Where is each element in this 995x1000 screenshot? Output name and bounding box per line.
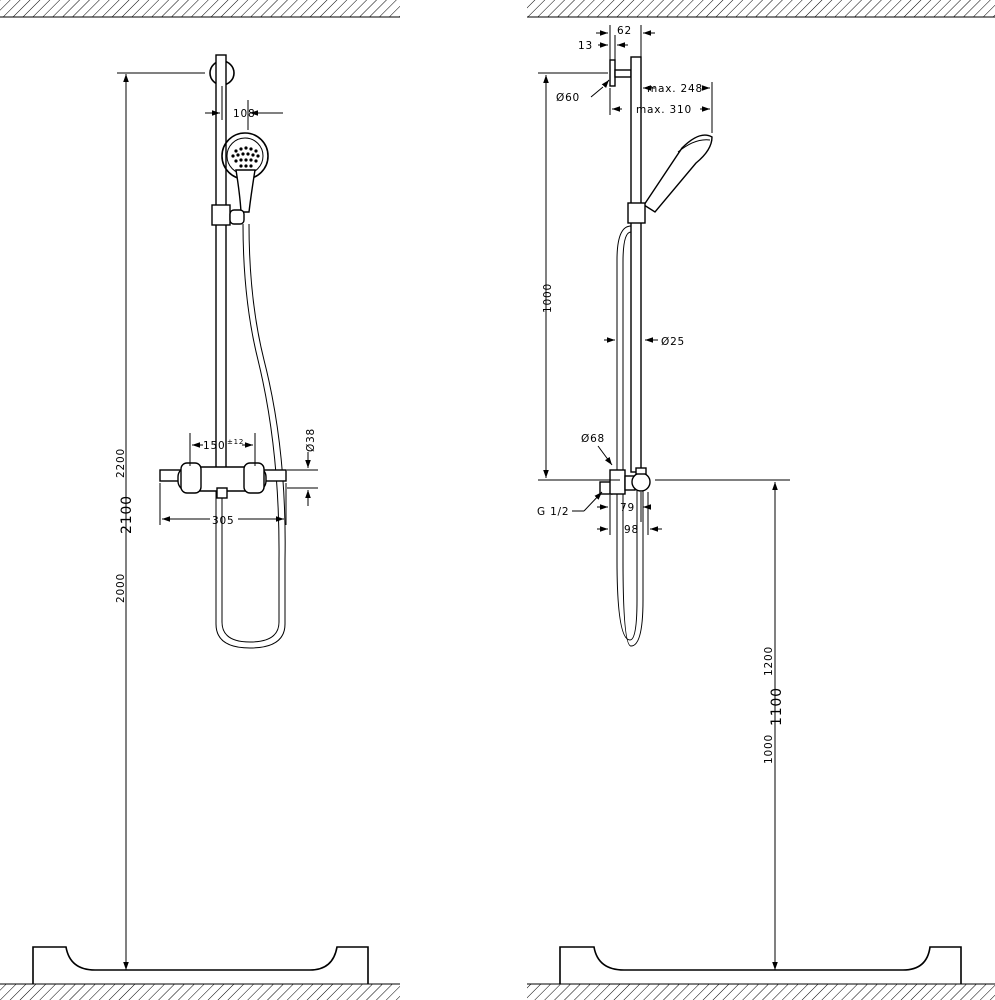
ceiling-hatch-right — [527, 0, 995, 17]
dim-d25-label: Ø25 — [661, 336, 685, 348]
dim-g12: G 1/2 — [537, 491, 603, 518]
dim-2100-label: 2100 — [119, 495, 135, 534]
dim-1100-label: 1100 — [769, 687, 785, 726]
floor-hatch-left — [0, 984, 400, 1000]
dim-13-label: 13 — [578, 40, 593, 52]
dim-1000-upper-label: 1000 — [542, 283, 554, 313]
dim-108-label: 108 — [233, 108, 255, 120]
dim-79-98: 79 98 — [597, 492, 662, 536]
dim-150-label: 150 — [203, 440, 225, 452]
shower-rail-left — [215, 54, 227, 471]
dim-108: 108 — [205, 86, 283, 130]
shower-rail-right — [630, 56, 642, 473]
thermostat-mixer-left — [159, 462, 287, 499]
dim-62-13: 62 13 — [578, 25, 655, 62]
side-view: 62 13 Ø60 max. 248 max. 310 — [527, 0, 995, 1000]
front-view: 108 150 ±12 Ø38 305 — [0, 0, 400, 1000]
dim-height-right: 1200 1100 1000 — [655, 479, 790, 970]
dim-d38: Ø38 — [287, 428, 318, 506]
dim-d68-label: Ø68 — [581, 433, 605, 445]
dim-2000-label: 2000 — [115, 573, 127, 603]
slider-left — [211, 204, 231, 226]
dim-d60-label: Ø60 — [556, 92, 580, 104]
dim-150-tolerance: ±12 — [227, 438, 244, 446]
dim-d68: Ø68 — [581, 433, 613, 466]
thermostat-mixer-right — [599, 467, 651, 495]
dim-2200-label: 2200 — [115, 448, 127, 478]
slider-right — [627, 202, 646, 224]
hose-right — [616, 225, 638, 641]
dim-d38-label: Ø38 — [305, 428, 317, 452]
shower-tray-right — [559, 946, 962, 984]
dim-62-label: 62 — [617, 25, 632, 37]
floor-hatch-right — [527, 984, 995, 1000]
dim-d25: Ø25 — [604, 336, 685, 348]
spray-nozzles — [231, 146, 260, 168]
dim-305: 305 — [159, 483, 287, 527]
dim-1200-label: 1200 — [763, 646, 775, 676]
shower-tray-left — [32, 946, 369, 984]
dim-d60: Ø60 — [556, 79, 610, 104]
hand-shower-right — [643, 134, 713, 213]
ceiling-hatch-left — [0, 0, 400, 17]
dim-305-label: 305 — [212, 515, 234, 527]
dim-g12-label: G 1/2 — [537, 506, 569, 518]
dim-1000-upper: 1000 — [538, 72, 620, 481]
dim-79-label: 79 — [620, 502, 635, 514]
dim-height-left: 2200 2100 2000 — [115, 72, 205, 970]
dim-1000-lower-label: 1000 — [763, 734, 775, 764]
dim-max248-label: max. 248 — [647, 83, 703, 95]
dim-max-248-310: max. 248 max. 310 — [609, 80, 713, 133]
dim-150: 150 ±12 — [189, 433, 256, 466]
hose-left — [221, 223, 280, 643]
dim-98-label: 98 — [624, 524, 639, 536]
dim-max310-label: max. 310 — [636, 104, 692, 116]
